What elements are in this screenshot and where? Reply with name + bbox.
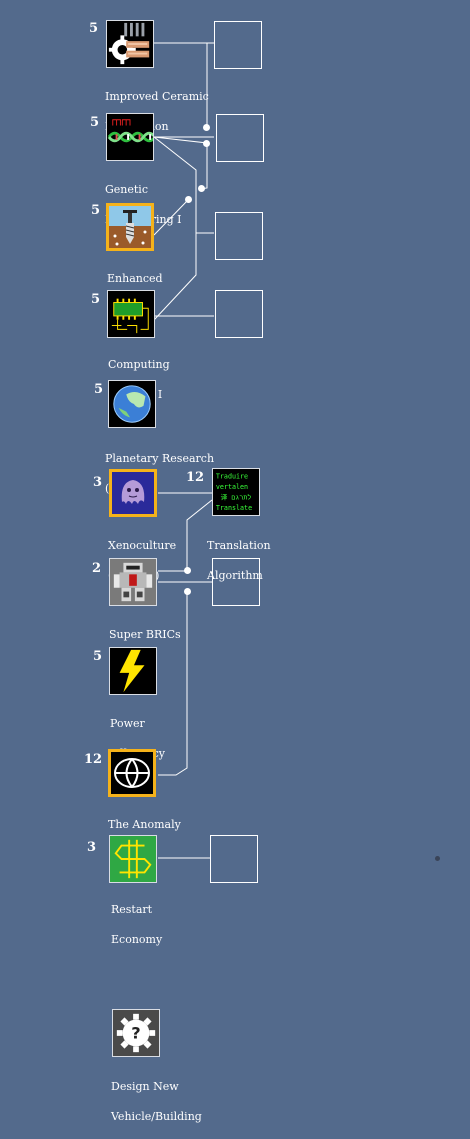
empty-slot-bric[interactable]	[212, 558, 260, 606]
label-line: Planetary Research	[105, 452, 215, 465]
label-line: Economy	[111, 933, 163, 946]
question-gear-icon: ?	[113, 1010, 159, 1056]
tech-design[interactable]: ?	[112, 1009, 160, 1057]
tech-economy[interactable]	[109, 835, 157, 883]
lightning-bolt-icon	[110, 648, 156, 694]
tech-count-ceramic: 5	[89, 21, 99, 36]
tech-label-translation: Translation Algorithm	[207, 523, 367, 598]
anomaly-sphere-icon	[111, 752, 153, 794]
link-junction-dot	[198, 185, 205, 192]
tech-count-translation: 12	[186, 470, 205, 485]
dollar-sign-icon	[110, 836, 156, 882]
translate-line: Translate	[216, 504, 252, 512]
tech-computing[interactable]	[107, 290, 155, 338]
tech-anomaly[interactable]	[108, 749, 156, 797]
label-line: Power	[110, 717, 145, 730]
tech-xeno[interactable]	[109, 469, 157, 517]
tech-planetary[interactable]	[108, 380, 156, 428]
ceramic-gear-icon	[107, 21, 153, 67]
empty-slot-economy[interactable]	[210, 835, 258, 883]
tech-translation[interactable]: Traduire vertalen 译 לתרגם Translate	[212, 468, 260, 516]
label-line: Restart	[111, 903, 153, 916]
tech-ceramic[interactable]	[106, 20, 154, 68]
alien-gester-icon	[112, 472, 154, 514]
tech-derricks[interactable]	[106, 203, 154, 251]
tech-count-anomaly: 12	[84, 752, 103, 767]
label-line: Algorithm	[207, 569, 263, 582]
tech-label-anomaly: The Anomaly	[108, 802, 268, 847]
translate-line: vertalen	[216, 483, 248, 491]
circuit-board-icon	[108, 291, 154, 337]
translate-line: Traduire	[216, 473, 248, 481]
link-junction-dot	[185, 196, 192, 203]
tech-genetic[interactable]	[106, 113, 154, 161]
tech-count-xeno: 3	[93, 475, 103, 490]
tech-count-computing: 5	[91, 292, 101, 307]
translate-line: 译 לתרגם	[221, 494, 252, 502]
label-line: Translation	[207, 539, 271, 552]
dna-helix-icon	[107, 114, 153, 160]
empty-slot-computing[interactable]	[215, 290, 263, 338]
label-line: Computing	[108, 358, 170, 371]
label-line: Xenoculture	[108, 539, 177, 552]
label-line: Design New	[111, 1080, 179, 1093]
label-line: Super BRICs	[109, 628, 181, 641]
tech-label-design: Design New Vehicle/Building	[111, 1064, 271, 1139]
label-line: Vehicle/Building	[111, 1110, 202, 1123]
empty-slot-genetic[interactable]	[216, 114, 264, 162]
translate-text-icon: Traduire vertalen 译 לתרגם Translate	[213, 469, 259, 515]
tech-label-economy: Restart Economy	[111, 887, 271, 962]
tech-count-bric: 2	[92, 561, 102, 576]
planet-globe-icon	[109, 381, 155, 427]
empty-slot-derricks[interactable]	[215, 212, 263, 260]
svg-text:?: ?	[131, 1024, 140, 1043]
tech-count-planetary: 5	[94, 382, 104, 397]
empty-slot-ceramic[interactable]	[214, 21, 262, 69]
tech-bric[interactable]	[109, 558, 157, 606]
link-junction-dot	[184, 567, 191, 574]
link-junction-dot	[203, 124, 210, 131]
link-junction-dot	[203, 140, 210, 147]
tech-label-bric: Super BRICs	[109, 612, 269, 657]
stray-marker-dot	[435, 856, 440, 861]
label-line: The Anomaly	[108, 818, 181, 831]
tech-count-derricks: 5	[91, 203, 101, 218]
link-junction-dot	[184, 588, 191, 595]
label-line: Enhanced	[107, 272, 163, 285]
label-line: Improved Ceramic	[105, 90, 209, 103]
tech-count-economy: 3	[87, 840, 97, 855]
drill-derrick-icon	[109, 206, 151, 248]
robot-bric-icon	[110, 559, 156, 605]
tech-count-genetic: 5	[90, 115, 100, 130]
tech-power[interactable]	[109, 647, 157, 695]
tech-count-power: 5	[93, 649, 103, 664]
label-line: Genetic	[105, 183, 148, 196]
